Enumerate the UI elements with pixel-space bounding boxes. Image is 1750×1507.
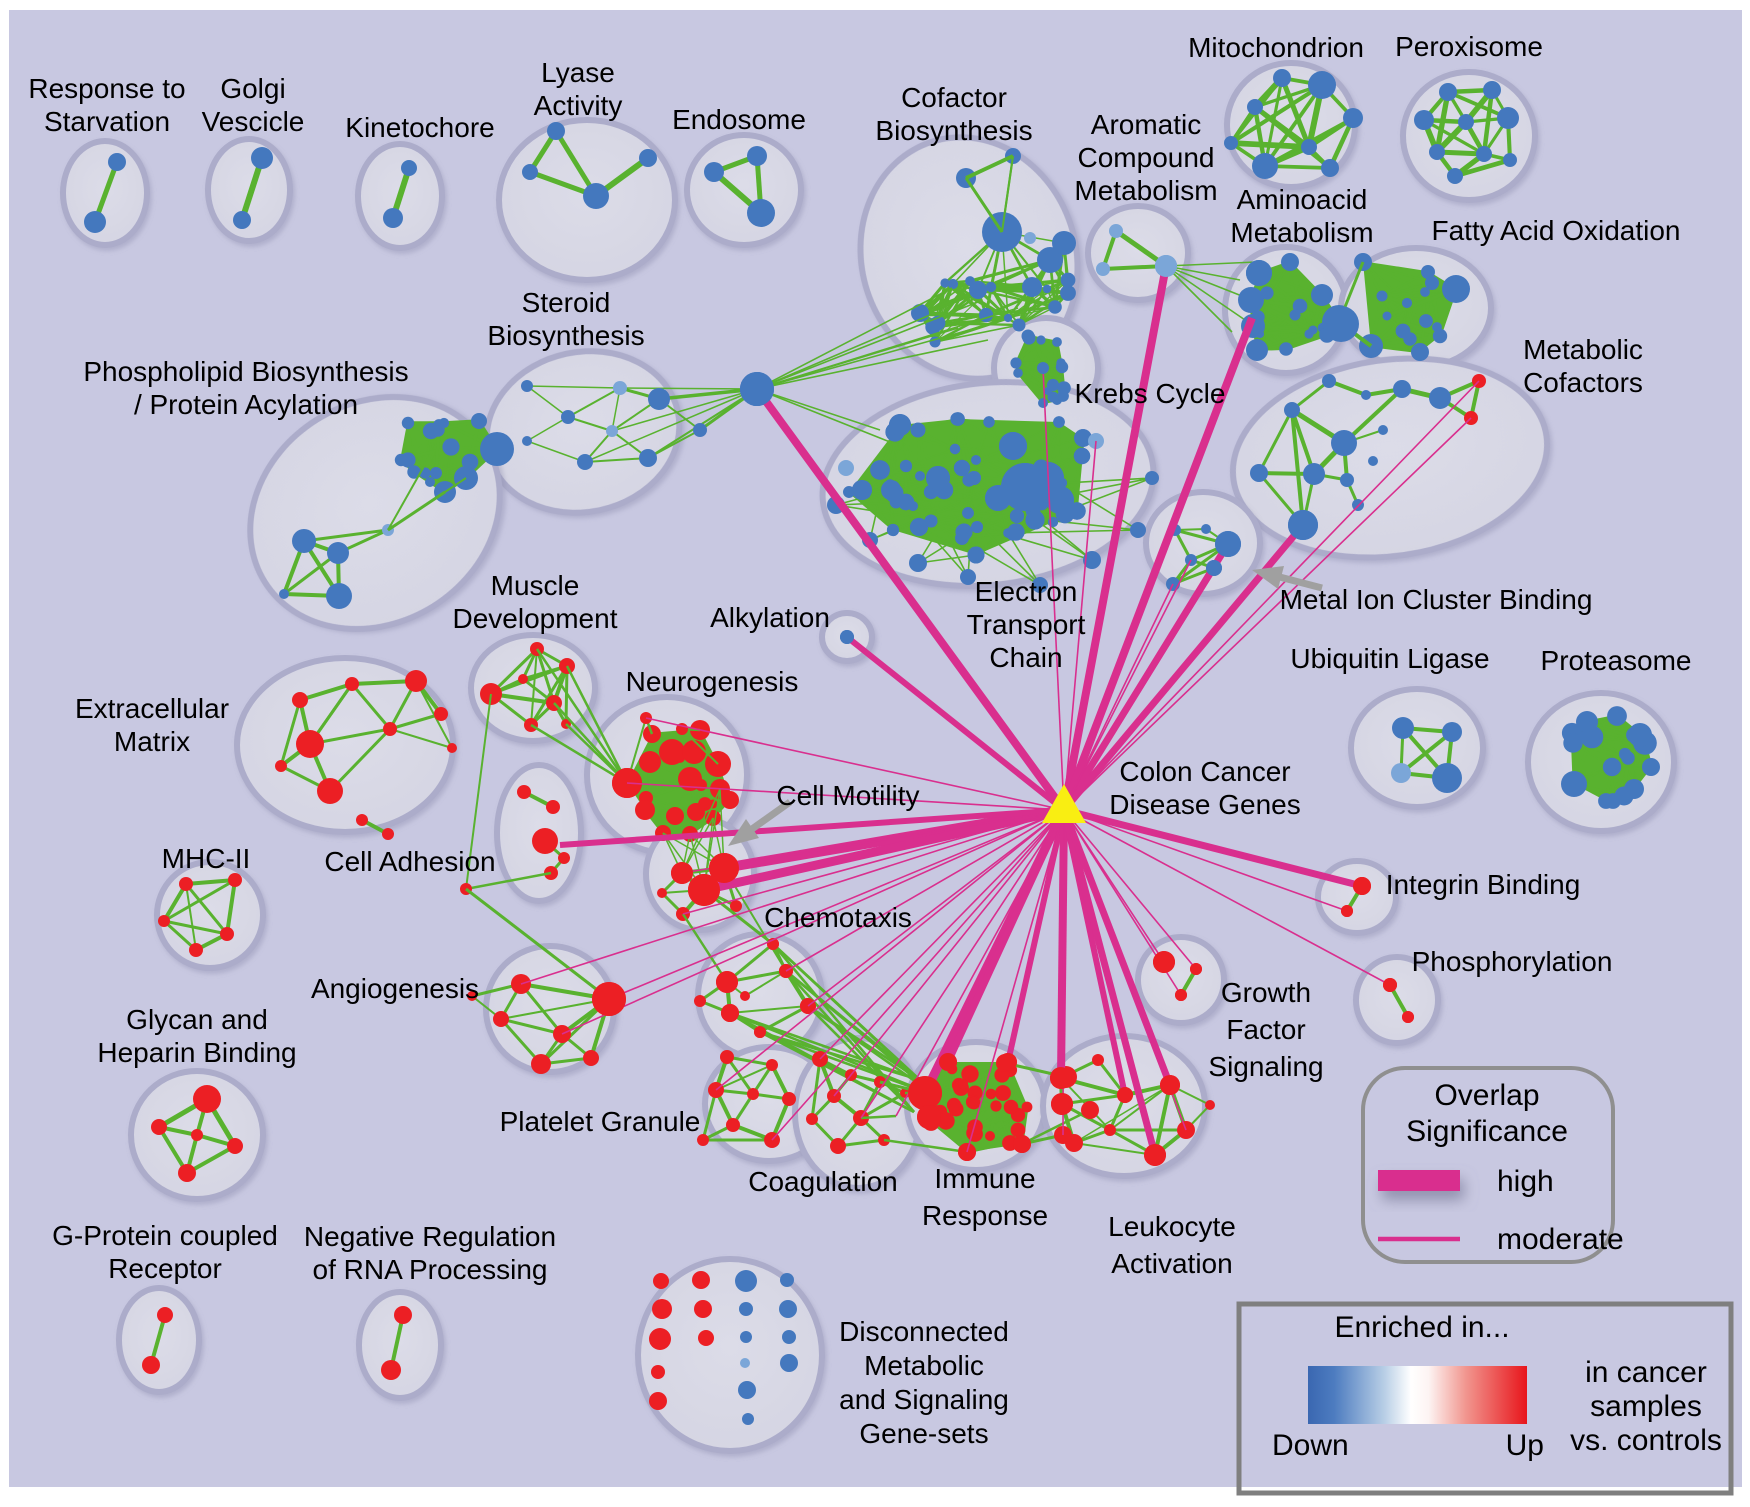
svg-text:Compound: Compound xyxy=(1078,142,1215,173)
svg-text:Enriched in...: Enriched in... xyxy=(1334,1311,1509,1344)
svg-text:Activity: Activity xyxy=(534,90,623,121)
svg-text:Vescicle: Vescicle xyxy=(202,106,305,137)
svg-text:Leukocyte: Leukocyte xyxy=(1108,1211,1236,1242)
svg-text:Response: Response xyxy=(922,1200,1048,1231)
svg-text:Krebs Cycle: Krebs Cycle xyxy=(1075,378,1226,409)
svg-text:Gene-sets: Gene-sets xyxy=(859,1418,988,1449)
svg-text:Golgi: Golgi xyxy=(220,73,285,104)
svg-text:Cell Motility: Cell Motility xyxy=(776,780,919,811)
svg-text:Metabolism: Metabolism xyxy=(1074,175,1217,206)
svg-text:Integrin Binding: Integrin Binding xyxy=(1386,869,1581,900)
svg-text:Proteasome: Proteasome xyxy=(1541,645,1692,676)
svg-text:Cell Adhesion: Cell Adhesion xyxy=(324,846,495,877)
svg-text:Immune: Immune xyxy=(934,1163,1035,1194)
svg-text:Up: Up xyxy=(1506,1429,1544,1462)
svg-text:Neurogenesis: Neurogenesis xyxy=(626,666,799,697)
svg-text:Glycan and: Glycan and xyxy=(126,1004,268,1035)
svg-text:Steroid: Steroid xyxy=(522,287,611,318)
svg-text:G-Protein coupled: G-Protein coupled xyxy=(52,1220,278,1251)
svg-text:vs. controls: vs. controls xyxy=(1570,1424,1722,1457)
svg-text:Growth: Growth xyxy=(1221,977,1311,1008)
svg-text:Negative Regulation: Negative Regulation xyxy=(304,1221,556,1252)
svg-text:Transport: Transport xyxy=(967,609,1086,640)
svg-text:Aminoacid: Aminoacid xyxy=(1237,184,1368,215)
svg-text:Phosphorylation: Phosphorylation xyxy=(1412,946,1613,977)
svg-text:Metal Ion Cluster Binding: Metal Ion Cluster Binding xyxy=(1280,584,1593,615)
svg-text:Development: Development xyxy=(453,603,618,634)
svg-text:Signaling: Signaling xyxy=(1208,1051,1323,1082)
svg-text:Endosome: Endosome xyxy=(672,104,806,135)
svg-text:Ubiquitin Ligase: Ubiquitin Ligase xyxy=(1290,643,1489,674)
svg-text:Biosynthesis: Biosynthesis xyxy=(487,320,644,351)
svg-text:moderate: moderate xyxy=(1497,1223,1624,1256)
svg-text:/ Protein Acylation: / Protein Acylation xyxy=(134,389,358,420)
svg-text:Kinetochore: Kinetochore xyxy=(345,112,494,143)
svg-text:Biosynthesis: Biosynthesis xyxy=(875,115,1032,146)
svg-text:Down: Down xyxy=(1272,1429,1349,1462)
svg-text:samples: samples xyxy=(1590,1390,1702,1423)
svg-text:Overlap: Overlap xyxy=(1434,1079,1539,1112)
svg-text:and Signaling: and Signaling xyxy=(839,1384,1009,1415)
svg-text:Cofactors: Cofactors xyxy=(1523,367,1643,398)
svg-text:MHC-II: MHC-II xyxy=(162,843,251,874)
svg-text:Starvation: Starvation xyxy=(44,106,170,137)
svg-text:Aromatic: Aromatic xyxy=(1091,109,1201,140)
svg-text:high: high xyxy=(1497,1165,1554,1198)
svg-text:Coagulation: Coagulation xyxy=(748,1166,897,1197)
svg-text:Significance: Significance xyxy=(1406,1115,1568,1148)
svg-text:Mitochondrion: Mitochondrion xyxy=(1188,32,1364,63)
svg-text:Alkylation: Alkylation xyxy=(710,602,830,633)
svg-text:Metabolism: Metabolism xyxy=(1230,217,1373,248)
svg-text:Heparin Binding: Heparin Binding xyxy=(97,1037,296,1068)
svg-text:Phospholipid Biosynthesis: Phospholipid Biosynthesis xyxy=(83,356,408,387)
svg-text:in cancer: in cancer xyxy=(1585,1356,1707,1389)
svg-text:Peroxisome: Peroxisome xyxy=(1395,31,1543,62)
svg-text:Response to: Response to xyxy=(28,73,185,104)
svg-text:Chemotaxis: Chemotaxis xyxy=(764,902,912,933)
svg-text:Fatty Acid Oxidation: Fatty Acid Oxidation xyxy=(1431,215,1680,246)
svg-text:of RNA Processing: of RNA Processing xyxy=(313,1254,548,1285)
svg-text:Angiogenesis: Angiogenesis xyxy=(311,973,479,1004)
svg-text:Cofactor: Cofactor xyxy=(901,82,1007,113)
svg-text:Activation: Activation xyxy=(1111,1248,1232,1279)
svg-text:Receptor: Receptor xyxy=(108,1253,222,1284)
svg-text:Disease Genes: Disease Genes xyxy=(1109,789,1300,820)
svg-text:Platelet Granule: Platelet Granule xyxy=(500,1106,701,1137)
svg-text:Electron: Electron xyxy=(975,576,1078,607)
svg-text:Extracellular: Extracellular xyxy=(75,693,229,724)
svg-text:Chain: Chain xyxy=(989,642,1062,673)
svg-text:Lyase: Lyase xyxy=(541,57,615,88)
svg-text:Metabolic: Metabolic xyxy=(864,1350,984,1381)
svg-text:Disconnected: Disconnected xyxy=(839,1316,1009,1347)
svg-text:Metabolic: Metabolic xyxy=(1523,334,1643,365)
svg-text:Muscle: Muscle xyxy=(491,570,580,601)
svg-text:Factor: Factor xyxy=(1226,1014,1305,1045)
svg-text:Colon Cancer: Colon Cancer xyxy=(1119,756,1290,787)
svg-text:Matrix: Matrix xyxy=(114,726,190,757)
